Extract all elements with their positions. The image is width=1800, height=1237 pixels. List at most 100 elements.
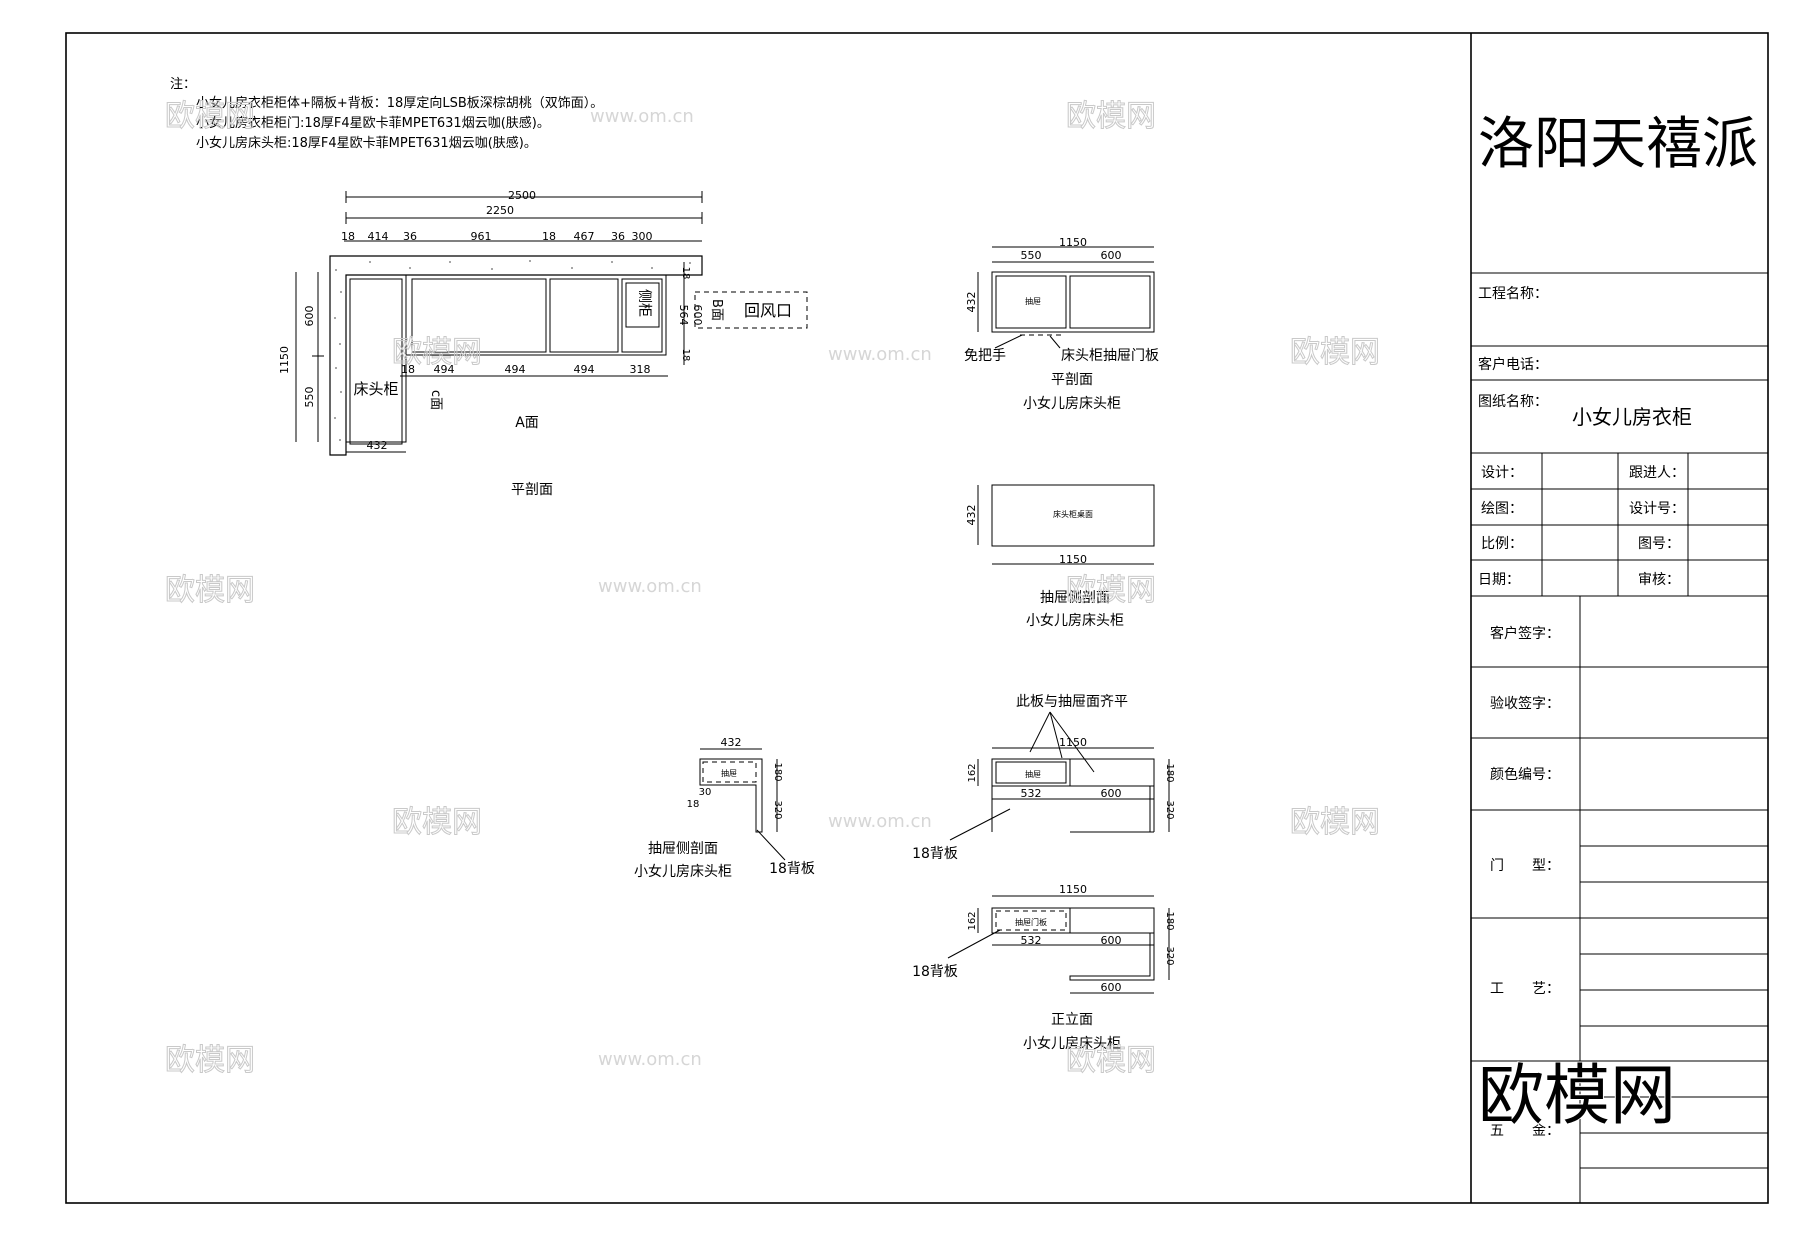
desktop-dim-1150: 1150 (1059, 553, 1087, 566)
plan-dim-2250: 2250 (486, 204, 514, 217)
client-sign-label: 客户签字： (1490, 625, 1560, 642)
side-drawer: 抽屉 (721, 768, 737, 778)
front-lower-dim-320: 320 (1164, 946, 1175, 965)
side-dim-432: 432 (721, 736, 742, 749)
drawer-plan-no-handle: 免把手 (964, 348, 1006, 364)
side-dim-180: 180 (772, 762, 783, 781)
company-name: 洛阳天禧派 (1478, 112, 1758, 177)
design-label: 设计： (1481, 465, 1523, 481)
desktop-caption-1: 抽屉侧剖面 (1040, 590, 1110, 606)
plan-return-vent-box (694, 291, 808, 329)
front-upper-dim-320: 320 (1164, 800, 1175, 819)
watermark-logo-large: 欧模网 (1478, 1057, 1676, 1134)
notes: 注： 小女儿房衣柜柜体+隔板+背板：18厚定向LSB板深棕胡桃（双饰面）。 小女… (170, 77, 603, 151)
plan-top-dim: 36 (611, 230, 625, 243)
front-upper-drawer: 抽屉 (1025, 769, 1041, 779)
side-dim-18: 18 (687, 799, 700, 810)
watermark-logo: 欧模网 (165, 99, 255, 134)
follow-up-label: 跟进人： (1629, 465, 1685, 481)
acceptance-sign-label: 验收签字： (1490, 695, 1560, 712)
title-block: 洛阳天禧派 工程名称： 客户电话： 图纸名称： 小女儿房衣柜 设计： 跟进人： … (1470, 33, 1768, 1203)
plan-left-dim-1150: 1150 (278, 346, 291, 374)
front-upper-dim-162: 162 (967, 763, 978, 782)
door-type-label: 门 型： (1490, 858, 1560, 874)
front-upper-dim-532: 532 (1021, 787, 1042, 800)
side-caption-1: 抽屉侧剖面 (648, 841, 718, 857)
design-no-label: 设计号： (1629, 501, 1685, 517)
front-lower-back-panel: 18背板 (912, 964, 958, 980)
plan-left-dim-550: 550 (303, 387, 316, 408)
review-label: 审核： (1638, 572, 1680, 588)
notes-label: 注： (170, 77, 196, 92)
plan-left-dim-600: 600 (303, 306, 316, 327)
plan-top-dim: 467 (574, 230, 595, 243)
plan-right-dim: 564 (677, 305, 690, 326)
plan-side-cabinet: 侧柜 (636, 289, 652, 317)
watermark-logo: 欧模网 (1066, 99, 1156, 134)
watermark-logo: 欧模网 (392, 805, 482, 840)
plan-top-dim: 18 (542, 230, 556, 243)
plan-bottom-dim: 494 (574, 363, 595, 376)
color-code-label: 颜色编号： (1490, 766, 1560, 783)
watermark-logo: 欧模网 (165, 1043, 255, 1078)
plan-right-dim: 600 (691, 305, 704, 326)
drawer-plan-dim-600: 600 (1101, 249, 1122, 262)
watermark-logo: 欧模网 (165, 573, 255, 608)
plan-dim-2500: 2500 (508, 189, 536, 202)
desktop-caption-2: 小女儿房床头柜 (1026, 612, 1124, 629)
drawn-label: 绘图： (1481, 501, 1523, 517)
plan-caption: 平剖面 (511, 482, 553, 498)
plan-dim-432: 432 (367, 439, 388, 452)
front-lower-drawer-door: 抽屉门板 (1015, 917, 1047, 927)
front-lower-dim-1150: 1150 (1059, 883, 1087, 896)
plan-top-dim: 300 (632, 230, 653, 243)
side-caption-2: 小女儿房床头柜 (634, 863, 732, 880)
plan-a-face: A面 (515, 415, 539, 431)
plan-right-dim: 18 (680, 267, 691, 280)
drawer-plan-dim-550: 550 (1021, 249, 1042, 262)
drawing-no-label: 图号： (1638, 536, 1680, 552)
side-dim-320: 320 (772, 800, 783, 819)
watermark-logo: 欧模网 (392, 335, 482, 370)
watermark-logo: 欧模网 (1066, 573, 1156, 608)
desktop-dim-432: 432 (965, 505, 978, 526)
plan-wall-hatch (334, 260, 691, 441)
plan-bottom-dim: 318 (630, 363, 651, 376)
plan-bottom-dim: 494 (434, 363, 455, 376)
plan-top-dim: 961 (471, 230, 492, 243)
watermark-url: www.om.cn (828, 811, 932, 832)
watermark-logo: 欧模网 (1290, 335, 1380, 370)
notes-line-3: 小女儿房床头柜:18厚F4星欧卡菲MPET631烟云咖(肤感)。 (196, 135, 537, 151)
plan-top-dim: 414 (368, 230, 389, 243)
hardware-label: 五 金： (1490, 1123, 1560, 1139)
front-lower-caption-2: 小女儿房床头柜 (1023, 1035, 1121, 1052)
front-lower-section: 1150 抽屉门板 162 532 600 600 180 320 18背板 正… (912, 883, 1175, 1052)
drawer-plan-section: 1150 550 600 抽屉 432 免把手 床头柜抽屉门板 平剖面 小女儿房… (964, 236, 1159, 412)
watermark-url: www.om.cn (598, 1049, 702, 1070)
watermark-logo: 欧模网 (1290, 805, 1380, 840)
side-dim-30: 30 (699, 787, 712, 798)
drawer-plan-dim-1150: 1150 (1059, 236, 1087, 249)
watermark-url: www.om.cn (590, 106, 694, 127)
front-lower-dim-600b: 600 (1101, 981, 1122, 994)
desktop-label: 床头柜桌面 (1053, 509, 1093, 519)
front-lower-dim-600: 600 (1101, 934, 1122, 947)
desktop-section: 432 床头柜桌面 1150 抽屉侧剖面 小女儿房床头柜 (965, 484, 1155, 629)
craft-label: 工 艺： (1490, 981, 1560, 997)
drawing-name-label: 图纸名称： (1478, 394, 1548, 410)
plan-top-dim: 36 (403, 230, 417, 243)
plan-section: 2500 2250 18 414 36 961 18 467 36 300 (278, 189, 808, 498)
client-phone-label: 客户电话： (1478, 356, 1548, 373)
plan-return-vent: 回风口 (744, 301, 792, 320)
side-back-panel: 18背板 (769, 861, 815, 877)
drawer-plan-drawer-door: 床头柜抽屉门板 (1061, 348, 1159, 364)
drawer-plan-dim-432: 432 (965, 292, 978, 313)
scale-label: 比例： (1481, 536, 1523, 552)
plan-bedside-cabinet: 床头柜 (353, 380, 398, 398)
front-upper-flush-note: 此板与抽屉面齐平 (1016, 694, 1128, 710)
front-upper-dim-180: 180 (1164, 763, 1175, 782)
plan-bottom-dim: 18 (401, 363, 415, 376)
front-upper-back-panel: 18背板 (912, 846, 958, 862)
plan-c-face: c面 (428, 390, 443, 410)
